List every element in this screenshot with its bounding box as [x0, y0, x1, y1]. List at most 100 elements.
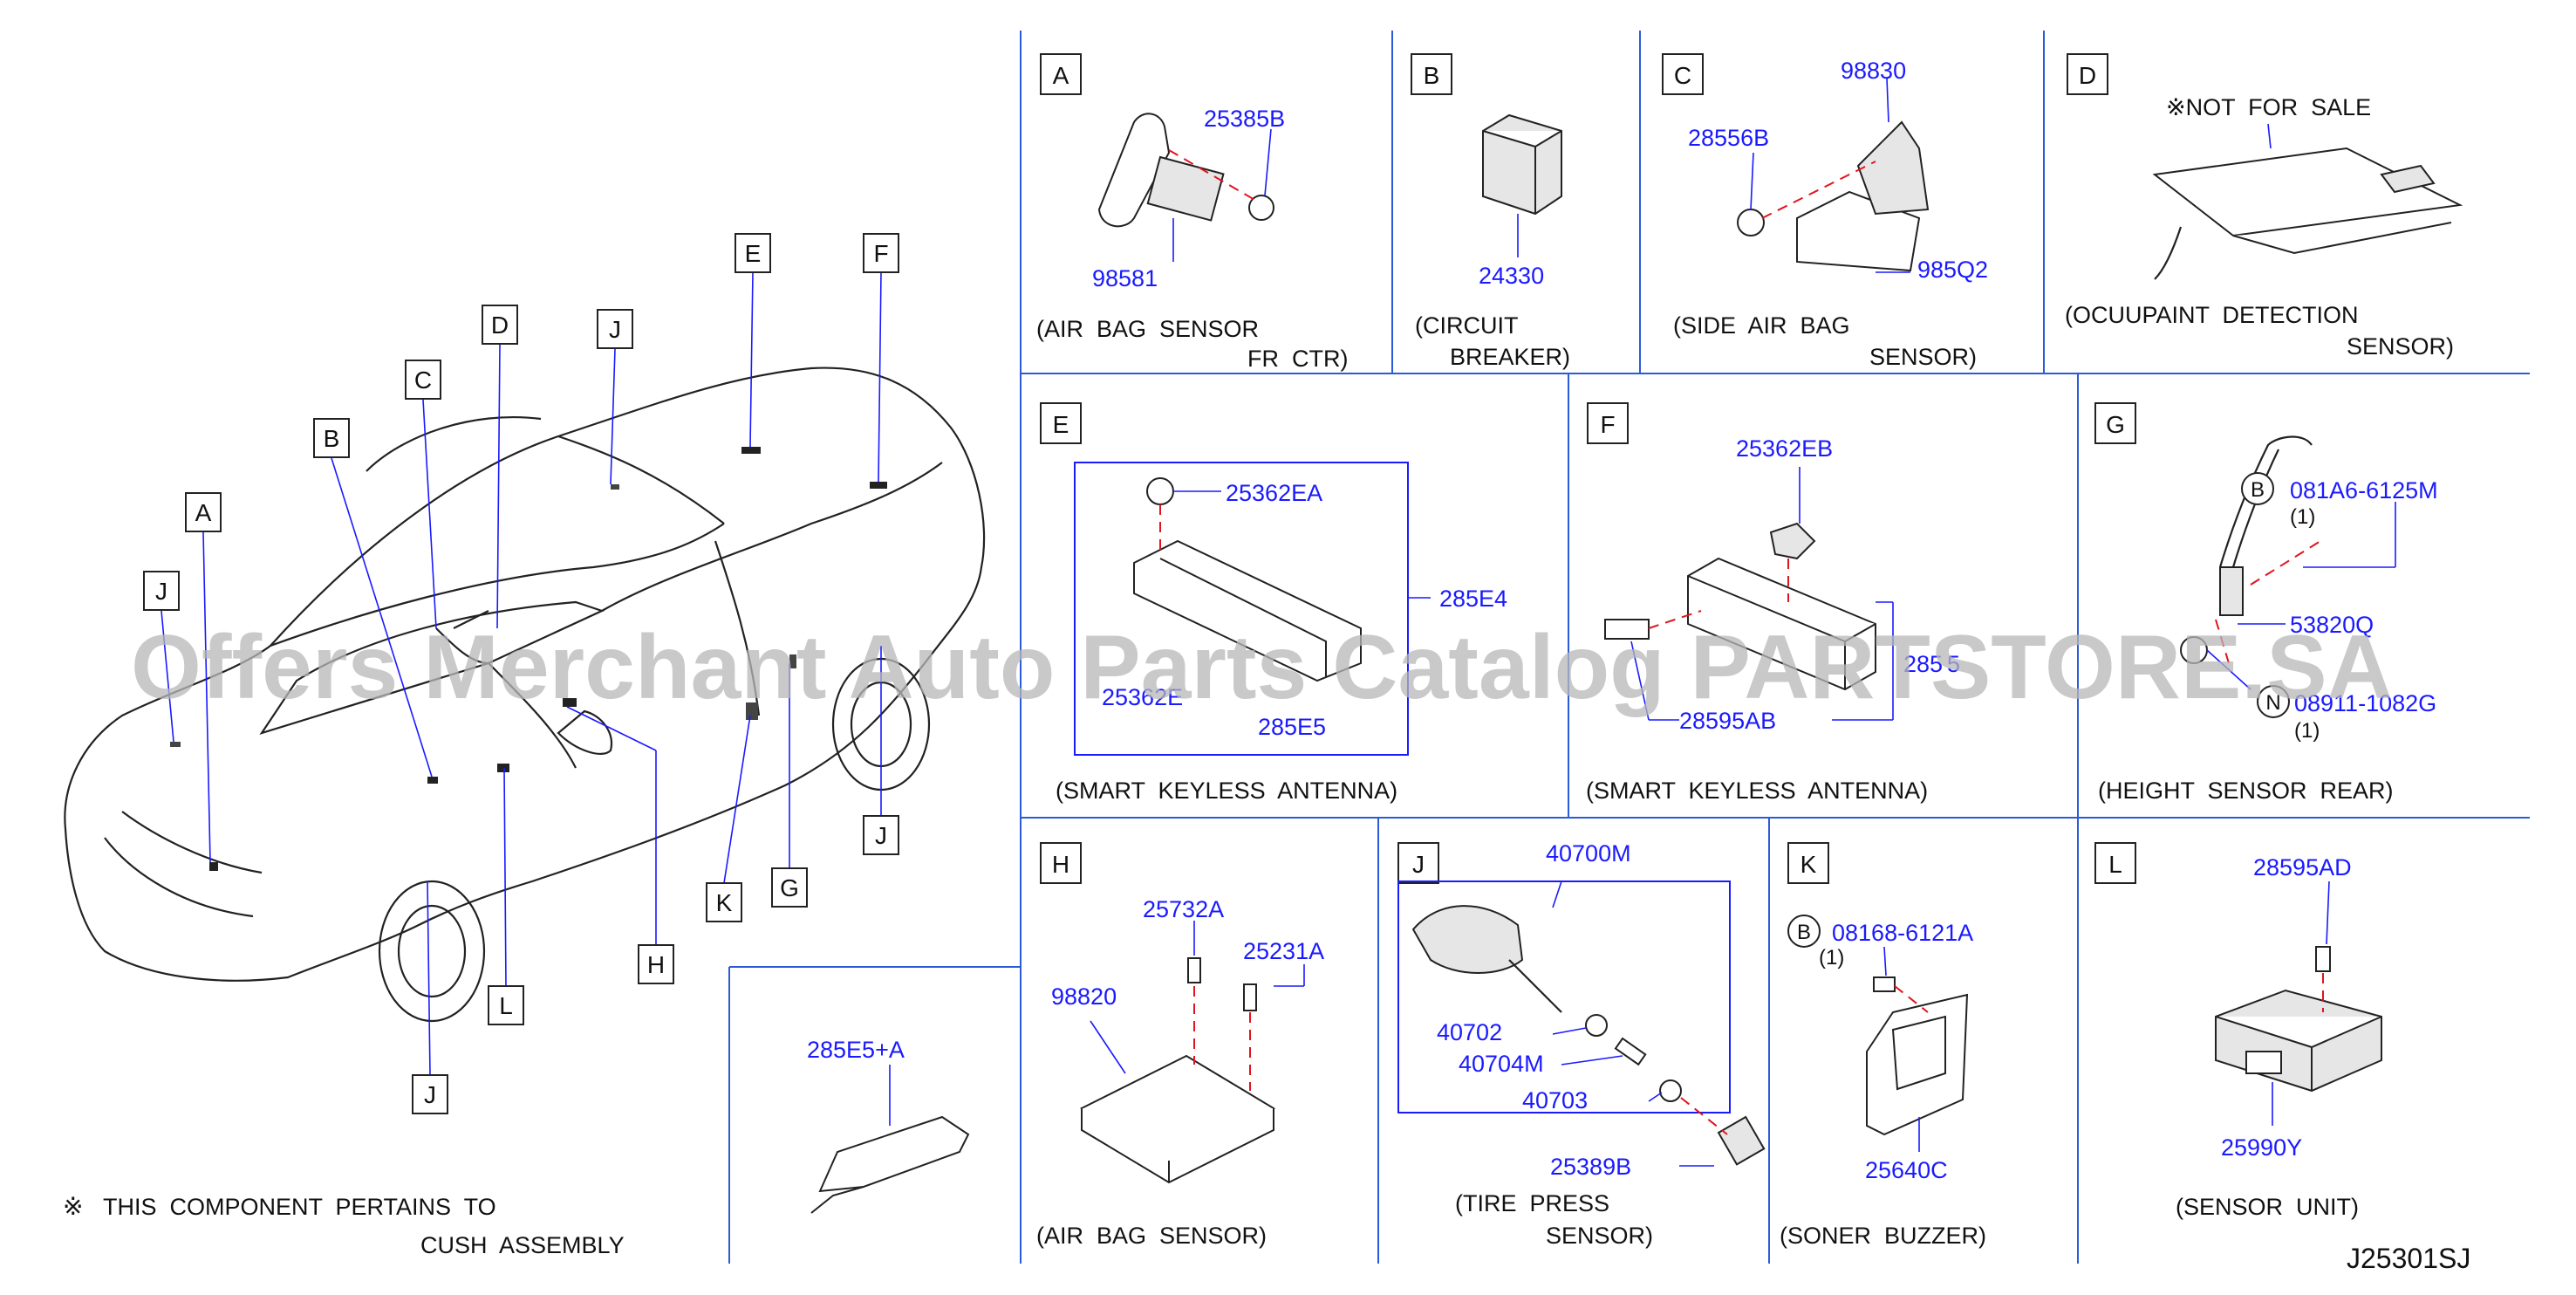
svg-text:25385B: 25385B	[1204, 106, 1285, 132]
svg-text:53820Q: 53820Q	[2290, 612, 2374, 638]
callout-g: G	[771, 867, 808, 908]
svg-text:(OCUUPAINT DETECTION: (OCUUPAINT DETECTION	[2065, 302, 2359, 328]
svg-text:H: H	[647, 951, 665, 978]
svg-text:081A6-6125M: 081A6-6125M	[2290, 477, 2438, 504]
svg-text:B: B	[324, 425, 340, 452]
svg-text:25732A: 25732A	[1143, 896, 1224, 922]
car-leader-lines	[161, 271, 882, 1076]
callout-d: D	[482, 305, 518, 345]
svg-text:J: J	[424, 1081, 436, 1108]
svg-text:J: J	[875, 822, 887, 849]
svg-text:F: F	[873, 240, 888, 267]
bolt-b-badge	[2241, 472, 2274, 505]
svg-text:28595AD: 28595AD	[2253, 854, 2352, 880]
svg-text:40703: 40703	[1522, 1087, 1588, 1113]
svg-text:25362EB: 25362EB	[1736, 435, 1833, 462]
svg-text:J: J	[1412, 851, 1425, 878]
svg-text:25231A: 25231A	[1243, 938, 1324, 964]
svg-text:985Q2: 985Q2	[1917, 257, 1988, 283]
svg-text:98820: 98820	[1051, 983, 1117, 1010]
bolt-b-badge	[1787, 915, 1821, 948]
callout-j-front: J	[143, 571, 180, 611]
svg-text:C: C	[414, 367, 432, 394]
note-line2: CUSH ASSEMBLY	[420, 1232, 625, 1258]
svg-text:(SMART KEYLESS ANTENNA): (SMART KEYLESS ANTENNA)	[1586, 778, 1928, 804]
callout-j-roof: J	[597, 309, 633, 349]
svg-text:B: B	[1797, 921, 1811, 944]
callout-c: C	[405, 360, 441, 400]
svg-text:285: 285	[1903, 651, 1943, 677]
svg-text:G: G	[2106, 411, 2125, 438]
svg-text:SENSOR): SENSOR)	[1546, 1223, 1653, 1249]
callout-b: B	[313, 418, 350, 458]
svg-text:B: B	[2251, 478, 2265, 502]
svg-text:98830: 98830	[1841, 58, 1906, 84]
svg-text:※NOT FOR SALE: ※NOT FOR SALE	[2166, 94, 2371, 120]
svg-text:(1): (1)	[1819, 946, 1844, 970]
panel-e: E 25362EA 285E4 25362E 285E5 (SMART KEYL…	[1040, 402, 1507, 804]
svg-text:5: 5	[1947, 651, 1960, 677]
callout-a: A	[185, 492, 222, 532]
svg-text:285E5+A: 285E5+A	[807, 1037, 905, 1063]
svg-text:285E5: 285E5	[1258, 714, 1326, 740]
svg-text:(SMART KEYLESS ANTENNA): (SMART KEYLESS ANTENNA)	[1056, 778, 1397, 804]
svg-text:(HEIGHT SENSOR REAR): (HEIGHT SENSOR REAR)	[2098, 778, 2394, 804]
panel-letter: A	[1053, 62, 1069, 89]
callout-j-wheel: J	[412, 1074, 448, 1114]
svg-text:BREAKER): BREAKER)	[1450, 344, 1570, 370]
svg-text:25362EA: 25362EA	[1226, 480, 1322, 506]
svg-text:24330: 24330	[1479, 263, 1544, 289]
panel-l: L 28595AD 25990Y (SENSOR UNIT)	[2094, 842, 2382, 1220]
svg-text:(SIDE AIR BAG: (SIDE AIR BAG	[1673, 312, 1850, 339]
watermark: Offers Merchant Auto Parts Catalog PARTS…	[131, 617, 2393, 718]
svg-text:F: F	[1600, 411, 1615, 438]
svg-text:B: B	[1424, 62, 1440, 89]
svg-text:L: L	[499, 992, 513, 1019]
nut-n-badge	[2257, 685, 2290, 718]
svg-text:SENSOR): SENSOR)	[2347, 333, 2454, 360]
svg-text:H: H	[1052, 851, 1069, 878]
panel-caption: (AIR BAG SENSOR	[1036, 316, 1259, 342]
panel-g: G B N 081A6-6125M (1) 53820Q 08911-1082G…	[2094, 402, 2438, 804]
svg-text:N: N	[2265, 691, 2280, 715]
svg-text:D: D	[2079, 62, 2096, 89]
svg-text:E: E	[745, 240, 762, 267]
panel-h: H 25732A 25231A 98820 (AIR BAG SENSOR)	[1036, 842, 1324, 1249]
svg-text:(AIR BAG SENSOR): (AIR BAG SENSOR)	[1036, 1223, 1267, 1249]
note-line1: THIS COMPONENT PERTAINS TO	[103, 1194, 496, 1220]
panel-a: A 25385B 98581 (AIR BAG SENSOR FR CTR)	[1036, 53, 1348, 372]
svg-text:A: A	[195, 499, 212, 526]
svg-text:98581: 98581	[1092, 265, 1158, 291]
panel-b: B 24330 (CIRCUIT BREAKER)	[1411, 53, 1570, 370]
svg-text:E: E	[1053, 411, 1069, 438]
svg-text:SENSOR): SENSOR)	[1869, 344, 1977, 370]
svg-text:J: J	[155, 578, 167, 605]
svg-text:285E4: 285E4	[1439, 586, 1507, 612]
panel-j: J 40700M 40702 40704M 40703 25389B (TIRE…	[1397, 840, 1766, 1249]
svg-text:K: K	[1800, 851, 1817, 878]
panel-285e5a: 285E5+A	[807, 1037, 970, 1214]
svg-text:D: D	[491, 312, 509, 339]
cush-assembly-note: ※ THIS COMPONENT PERTAINS TO CUSH ASSEMB…	[63, 1193, 625, 1258]
svg-text:25990Y: 25990Y	[2221, 1134, 2302, 1161]
svg-text:08911-1082G: 08911-1082G	[2294, 690, 2436, 716]
note-symbol: ※	[63, 1193, 83, 1220]
svg-text:J: J	[609, 316, 621, 343]
panel-f: F 25362EB 285 5 28595AB (SMART KEYLESS A…	[1586, 402, 1960, 804]
svg-text:40702: 40702	[1437, 1019, 1502, 1045]
svg-text:L: L	[2108, 851, 2122, 878]
svg-text:(1): (1)	[2290, 505, 2315, 529]
svg-text:28556B: 28556B	[1688, 125, 1769, 151]
svg-text:28595AB: 28595AB	[1679, 708, 1776, 734]
panel-d: D ※NOT FOR SALE (OCUUPAINT DETECTION SEN…	[2065, 53, 2463, 360]
panel-caption-2: FR CTR)	[1247, 346, 1348, 372]
svg-text:(SONER BUZZER): (SONER BUZZER)	[1780, 1223, 1986, 1249]
svg-text:G: G	[780, 874, 799, 901]
svg-text:25640C: 25640C	[1865, 1157, 1948, 1183]
panel-k: K B 08168-6121A (1) 25640C (SONER BUZZER…	[1780, 842, 1986, 1249]
svg-text:25389B: 25389B	[1550, 1154, 1631, 1180]
callout-j-rear: J	[863, 815, 899, 855]
svg-text:(SENSOR UNIT): (SENSOR UNIT)	[2176, 1194, 2359, 1220]
drawing-number: J25301SJ	[2347, 1243, 2470, 1274]
panel-grid	[728, 31, 2530, 1264]
